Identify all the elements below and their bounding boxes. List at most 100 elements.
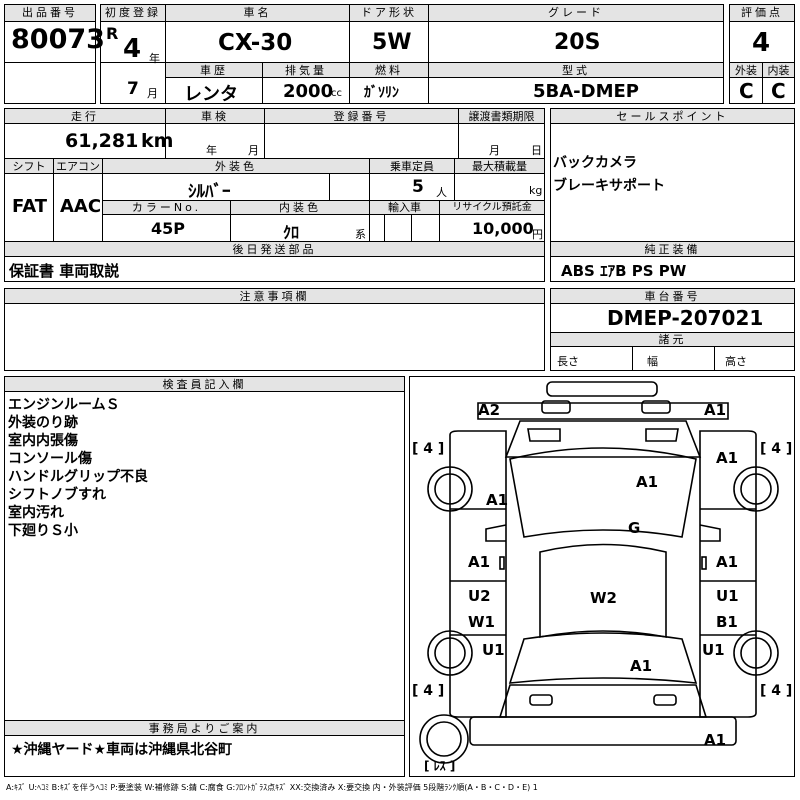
door-label: ドア形状 (349, 4, 429, 22)
wheel-fl (427, 466, 473, 512)
import-cell-b (384, 214, 412, 242)
mark-left-quarter: W1 (468, 613, 495, 631)
interior-cell: C (762, 77, 795, 104)
grade-label: グレード (428, 4, 724, 22)
first-reg-year-cell: R 4 年 (100, 21, 166, 65)
capacity-label: 乗車定員 (369, 158, 455, 174)
mark-left-fender: A1 (486, 491, 509, 509)
height-cell: 高さ (714, 346, 795, 371)
capacity-unit: 人 (436, 186, 447, 199)
mileage-label: 走行 (4, 108, 166, 124)
door-cell: 5W (349, 21, 429, 63)
score-cell: 4 (729, 21, 795, 63)
ext-color-label: 外装色 (102, 158, 370, 174)
mark-right-door-front: A1 (716, 553, 739, 571)
rear-bumper-shape (469, 716, 737, 746)
damage-diagram: A2 A1 A1 A1 A1 G A1 A1 U2 U1 W1 B1 W2 U1… (409, 376, 795, 777)
chassis-label: 車台番号 (550, 288, 795, 304)
mark-left-door-front: A1 (468, 553, 491, 571)
chassis-cell: DMEP-207021 (550, 303, 795, 333)
windshield-shape (509, 447, 697, 538)
recycle-label: リサイクル預託金 (439, 200, 545, 215)
mark-windshield: G (628, 519, 641, 537)
wheel-rr (733, 630, 779, 676)
model-cell: 5BA-DMEP (428, 77, 724, 104)
spare-label: [ ﾚｽ ] (424, 759, 456, 773)
mark-left-rear: U1 (482, 641, 505, 659)
reg-year: 4 (123, 34, 142, 64)
score-value: 4 (752, 28, 771, 58)
history-value: レンタ (184, 84, 238, 105)
tire-rr: [ 4 ] (760, 683, 793, 699)
sales-point-item: ブレーキサポート (553, 178, 665, 194)
reg-no-cell (264, 123, 459, 159)
score-label: 評価点 (729, 4, 795, 22)
notes-cell (4, 303, 545, 371)
mark-roof: W2 (590, 589, 617, 607)
later-parts-value: 保証書 車両取説 (9, 262, 120, 280)
inspector-line: シフトノブすれ (8, 487, 106, 503)
transfer-day: 日 (531, 144, 542, 157)
lot-blank-cell (4, 62, 96, 104)
shift-value: FAT (12, 196, 48, 217)
exterior-value: C (739, 79, 754, 103)
inspector-cell: エンジンルームＳ 外装のり跡 室内内張傷 コンソール傷 ハンドルグリップ不良 シ… (4, 391, 405, 721)
shift-cell: FAT (4, 173, 54, 242)
reg-no-label: 登録番号 (264, 108, 459, 124)
color-no-label: カラーNo. (102, 200, 231, 215)
sales-points-label: セールスポイント (550, 108, 795, 124)
inspector-line: 外装のり跡 (8, 415, 78, 431)
office-value: ★沖縄ヤード★車両は沖縄県北谷町 (11, 742, 233, 758)
fuel-cell: ｶﾞｿﾘﾝ (349, 77, 429, 104)
capacity-cell: 5 人 (369, 173, 455, 201)
import-cell-c (411, 214, 440, 242)
tire-fr: [ 4 ] (760, 441, 793, 457)
transfer-label: 譲渡書類期限 (458, 108, 545, 124)
legend: A:ｷｽﾞ U:ﾍｺﾐ B:ｷｽﾞを伴うﾍｺﾐ P:要塗装 W:補修跡 S:錆 … (6, 783, 538, 792)
first-reg-label: 初度登録 (100, 4, 166, 22)
inspector-line: ハンドルグリップ不良 (8, 469, 148, 485)
displacement-value: 2000 (283, 81, 334, 102)
length-cell: 長さ (550, 346, 633, 371)
lot-number: 80073 (11, 24, 105, 55)
recycle-cell: 10,000 円 (439, 214, 545, 242)
reg-month: 7 (127, 79, 139, 99)
inspector-line: エンジンルームＳ (8, 397, 120, 413)
mark-right-quarter: B1 (716, 613, 738, 631)
ext-color-cell: ｼﾙﾊﾞｰ (102, 173, 330, 202)
color-no-value: 45P (151, 219, 185, 238)
aircon-cell: AAC (53, 173, 103, 242)
equipment-value: ABS ｴｱB PS PW (561, 262, 687, 280)
transfer-cell: 月 日 (458, 123, 545, 159)
inspector-line: 室内汚れ (8, 505, 64, 521)
car-outline (419, 381, 779, 764)
front-panel-shape (477, 402, 729, 420)
inspector-line: コンソール傷 (8, 451, 92, 467)
displacement-cell: 2000 cc (262, 77, 350, 104)
recycle-unit: 円 (532, 228, 543, 241)
mark-rear-bumper: A1 (704, 731, 727, 749)
equipment-label: 純正装備 (550, 241, 795, 257)
capacity-value: 5 (412, 177, 424, 197)
first-reg-month-cell: 7 月 (100, 62, 166, 104)
fuel-label: 燃料 (349, 62, 429, 78)
office-label: 事務局よりご案内 (4, 720, 405, 736)
load-unit: kg (529, 184, 543, 197)
front-bumper-shape (546, 381, 658, 397)
ext-color-value: ｼﾙﾊﾞｰ (188, 182, 231, 202)
office-cell: ★沖縄ヤード★車両は沖縄県北谷町 (4, 735, 405, 777)
door-value: 5W (372, 30, 412, 55)
width-cell: 幅 (632, 346, 715, 371)
month-unit: 月 (147, 87, 158, 100)
chassis-value: DMEP-207021 (607, 306, 764, 330)
era: R (106, 24, 119, 43)
lot-label: 出品番号 (4, 4, 96, 22)
aircon-value: AAC (60, 196, 102, 217)
mark-left-door-rear: U2 (468, 587, 491, 605)
car-name-label: 車名 (165, 4, 350, 22)
int-color-label: 内装色 (230, 200, 370, 215)
load-label: 最大積載量 (454, 158, 545, 174)
inspection-cell: 年 月 (165, 123, 265, 159)
recycle-value: 10,000 (472, 219, 534, 238)
year-unit: 年 (149, 52, 160, 65)
